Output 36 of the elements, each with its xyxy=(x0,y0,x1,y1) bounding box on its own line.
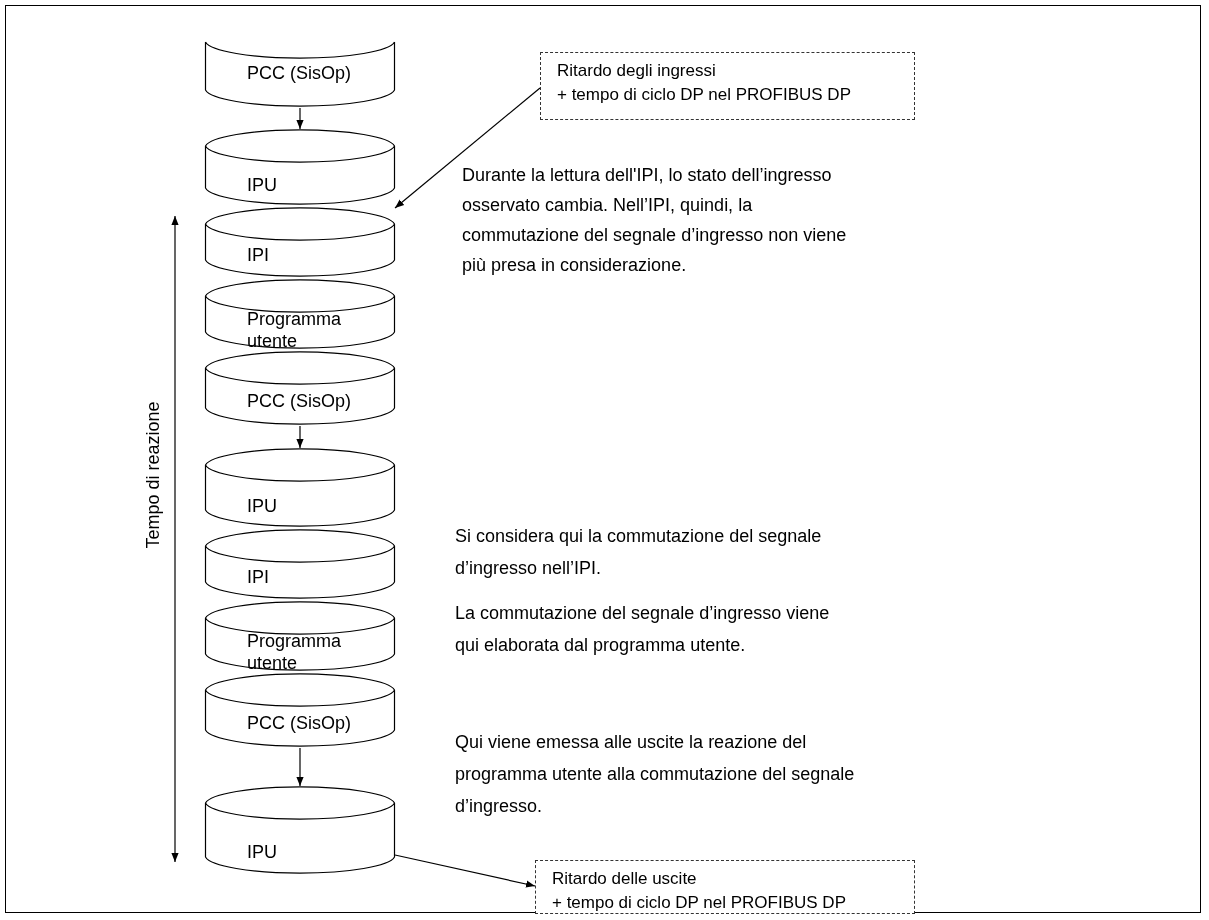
note-text: Ritardo delle uscite xyxy=(552,868,697,890)
explanation-text: Si considera qui la commutazione del segnale d’ingresso nell’IPI. xyxy=(455,525,823,580)
dimension-label: Tempo di reazione xyxy=(141,401,164,549)
note-text: + tempo di ciclo DP nel PROFIBUS DP xyxy=(557,84,851,106)
explanation-text: Durante la lettura dell'IPI, lo stato dell’ingresso osservato cambia. Nell’IPI, quindi, la commutazione del segnale d’ingresso non viene più presa in considerazione. xyxy=(462,164,848,277)
stage-label: PCC (SisOp) xyxy=(247,390,352,412)
cycle-stage-cylinder xyxy=(205,350,395,426)
stage-label: Programma utente xyxy=(247,630,343,674)
arrow xyxy=(394,854,536,888)
cycle-stage-cylinder xyxy=(205,128,395,206)
explanation-text: La commutazione del segnale d’ingresso viene qui elaborata dal programma utente. xyxy=(455,602,831,657)
cycle-stage-cylinder xyxy=(205,785,395,875)
stage-label: PCC (SisOp) xyxy=(247,62,352,84)
cycle-stage-cylinder xyxy=(205,528,395,600)
stage-label: IPI xyxy=(247,566,270,588)
stage-label: Programma utente xyxy=(247,308,343,352)
cycle-stage-cylinder xyxy=(205,672,395,748)
cycle-stage-cylinder xyxy=(205,42,395,108)
cycle-stage-cylinder xyxy=(205,206,395,278)
note-text: Ritardo degli ingressi xyxy=(557,60,716,82)
cycle-stage-cylinder xyxy=(205,278,395,350)
stage-label: IPU xyxy=(247,174,278,196)
delay-note-box xyxy=(540,52,915,120)
note-text: + tempo di ciclo DP nel PROFIBUS DP xyxy=(552,892,846,914)
stage-label: IPU xyxy=(247,495,278,517)
arrow xyxy=(296,425,304,449)
arrow xyxy=(296,747,304,787)
delay-note-box xyxy=(535,860,915,914)
stage-label: PCC (SisOp) xyxy=(247,712,352,734)
stage-label: IPI xyxy=(247,244,270,266)
explanation-text: Qui viene emessa alle uscite la reazione del programma utente alla commutazione del segnale d’ingresso. xyxy=(455,731,856,818)
cycle-stage-cylinder xyxy=(205,447,395,528)
arrow xyxy=(296,107,304,130)
cycle-stage-cylinder xyxy=(205,600,395,672)
stage-label: IPU xyxy=(247,841,278,863)
arrow xyxy=(394,87,541,209)
